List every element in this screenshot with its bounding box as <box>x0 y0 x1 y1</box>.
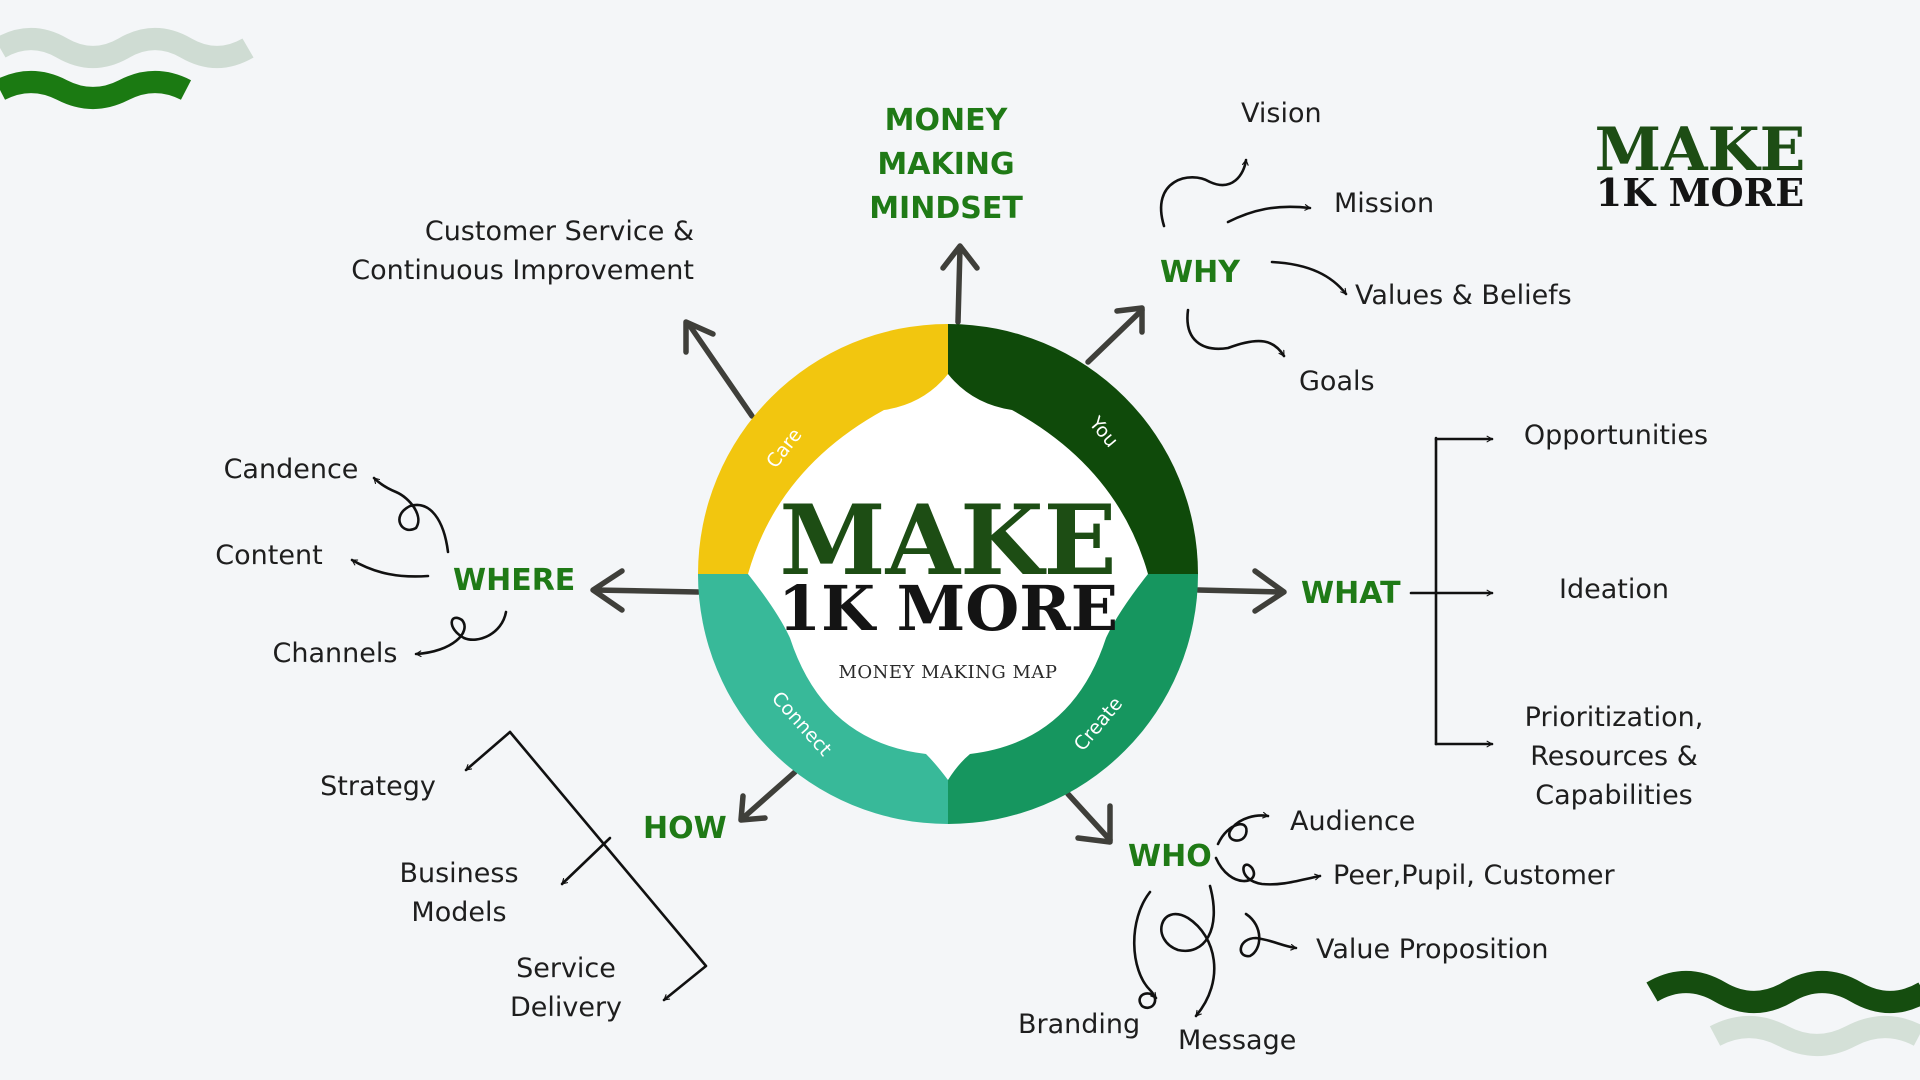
how-service-delivery-line-1: Service <box>516 953 616 984</box>
who-heading: WHO <box>1128 839 1212 874</box>
decorative-waves-top-left <box>0 28 254 109</box>
center-title-line-1: MAKE <box>779 484 1116 597</box>
why-mission-arrow <box>1226 204 1312 224</box>
arrow-to-what <box>1195 568 1287 614</box>
where-heading: WHERE <box>453 563 575 598</box>
wheel: You Create Connect Care MAKE 1K MORE MON… <box>698 324 1198 824</box>
brand-logo: MAKE 1K MORE <box>1595 115 1806 215</box>
who-audience: Audience <box>1290 806 1415 837</box>
center-title-line-2: 1K MORE <box>778 572 1118 645</box>
where-channels: Channels <box>273 638 398 669</box>
who-branding-arrow <box>1133 890 1158 1010</box>
how-section: HOW Strategy Business Models Service Del… <box>320 730 727 1023</box>
what-heading: WHAT <box>1301 576 1401 611</box>
where-candence-arrow <box>372 476 450 554</box>
center-subtitle: MONEY MAKING MAP <box>838 662 1057 683</box>
how-service-delivery-line-2: Delivery <box>510 992 622 1023</box>
how-business-models-line-2: Models <box>411 897 506 928</box>
who-peer: Peer,Pupil, Customer <box>1333 860 1616 891</box>
care-line-1: Customer Service & <box>425 216 694 247</box>
where-section: WHERE Candence Content Channels <box>215 454 575 669</box>
wheel-arrows <box>590 243 1287 845</box>
why-goals-arrow <box>1186 308 1286 358</box>
how-business-models-line-1: Business <box>399 858 518 889</box>
where-content-arrow <box>350 558 430 578</box>
care-text: Customer Service & Continuous Improvemen… <box>351 216 694 286</box>
how-business-models-arrow <box>560 836 612 886</box>
mindset-line-1: MONEY <box>885 103 1009 138</box>
why-vision-arrow <box>1159 158 1249 228</box>
what-section: WHAT Opportunities Ideation Prioritizati… <box>1301 420 1708 811</box>
who-message: Message <box>1178 1025 1296 1056</box>
who-section: WHO Audience Peer,Pupil, Customer Value … <box>1018 806 1616 1056</box>
logo-line-1: MAKE <box>1595 115 1806 185</box>
arrow-to-where <box>590 568 701 613</box>
what-opportunities: Opportunities <box>1524 420 1708 451</box>
how-strategy: Strategy <box>320 771 436 802</box>
where-channels-arrow <box>414 610 508 658</box>
who-audience-arrow <box>1216 811 1270 846</box>
how-heading: HOW <box>643 811 727 846</box>
arrow-to-who <box>1065 791 1113 845</box>
why-vision: Vision <box>1241 98 1322 129</box>
what-ideation: Ideation <box>1559 574 1669 605</box>
who-message-arrow <box>1160 884 1216 1018</box>
why-section: WHY Vision Mission Values & Beliefs Goal… <box>1159 98 1572 397</box>
how-service-delivery-line <box>508 730 708 1002</box>
mindset-line-3: MINDSET <box>869 191 1023 226</box>
why-values-arrow <box>1270 260 1348 296</box>
arrow-to-why <box>1085 305 1145 365</box>
who-value-arrow <box>1239 912 1298 958</box>
how-strategy-arrow <box>464 730 512 772</box>
mindset-heading: MONEY MAKING MINDSET <box>869 103 1023 226</box>
wheel-center-disk <box>748 374 1148 780</box>
what-prioritization-line-3: Capabilities <box>1535 780 1693 811</box>
where-candence: Candence <box>224 454 359 485</box>
why-heading: WHY <box>1160 255 1241 290</box>
arrow-to-mindset <box>940 243 980 325</box>
logo-line-2: 1K MORE <box>1596 170 1804 215</box>
who-peer-arrow <box>1214 856 1322 886</box>
arrow-to-how <box>738 769 798 823</box>
what-prioritization-line-2: Resources & <box>1530 741 1698 772</box>
mindset-line-2: MAKING <box>877 147 1014 182</box>
decorative-waves-bottom-right <box>1646 971 1920 1056</box>
care-line-2: Continuous Improvement <box>351 255 694 286</box>
why-values: Values & Beliefs <box>1355 280 1572 311</box>
why-mission: Mission <box>1334 188 1434 219</box>
why-goals: Goals <box>1299 366 1375 397</box>
what-prioritization-line-1: Prioritization, <box>1525 702 1704 733</box>
who-value-proposition: Value Proposition <box>1316 934 1549 965</box>
arrow-to-care <box>683 319 755 419</box>
who-branding: Branding <box>1018 1009 1140 1040</box>
where-content: Content <box>215 540 322 571</box>
